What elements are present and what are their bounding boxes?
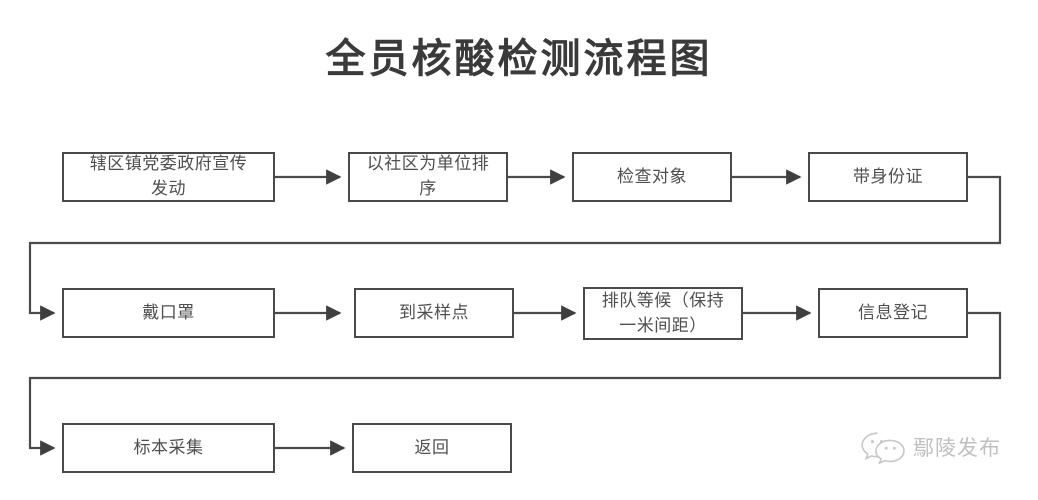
flow-node-label: 检查对象 [617,166,687,187]
flow-node-label: 标本采集 [133,437,204,458]
watermark-text: 鄢陵发布 [913,436,1001,460]
page-title: 全员核酸检测流程图 [325,36,713,82]
flow-node-n1[interactable]: 辖区镇党委政府宣传 发动 [62,152,275,202]
watermark: 鄢陵发布 [860,430,1001,464]
flow-node-label: 戴口罩 [142,302,195,323]
wechat-icon [861,432,905,464]
flow-node-label: 到采样点 [399,302,469,323]
flow-node-label: 返回 [414,437,450,458]
flow-node-n6[interactable]: 到采样点 [354,288,514,338]
flow-node-label: 排队等候（保持 一米间距） [601,290,725,336]
flow-node-n8[interactable]: 信息登记 [818,288,968,338]
flow-node-n10[interactable]: 返回 [352,423,512,473]
flow-node-label: 带身份证 [853,166,923,187]
flow-node-n9[interactable]: 标本采集 [62,423,275,473]
flow-node-n7[interactable]: 排队等候（保持 一米间距） [583,287,743,340]
edge-n8-n9-wrap [28,311,1002,456]
edge-n4-n5-wrap [28,175,1002,321]
flow-node-n3[interactable]: 检查对象 [572,152,732,202]
flow-node-n4[interactable]: 带身份证 [808,152,968,202]
flow-node-label: 以社区为单位排 序 [366,154,490,199]
flow-node-label: 信息登记 [858,302,928,323]
flow-node-n5[interactable]: 戴口罩 [62,288,275,338]
flow-node-n2[interactable]: 以社区为单位排 序 [348,152,508,202]
flow-node-label: 辖区镇党委政府宣传 发动 [89,154,248,199]
